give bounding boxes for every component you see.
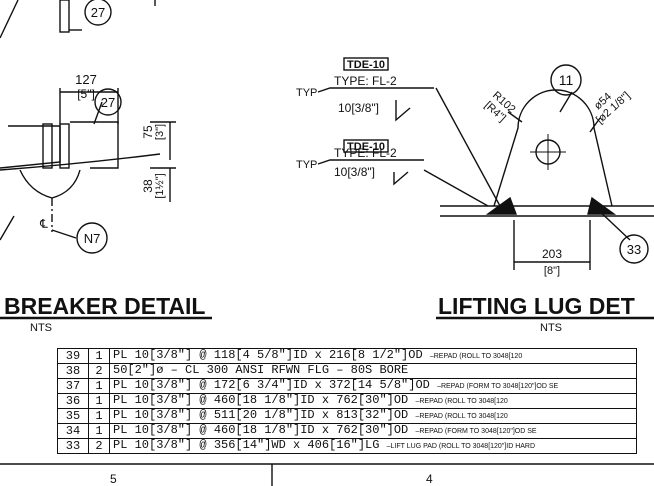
bom-qty: 1 [88,348,110,364]
plate-edge [59,0,70,33]
detail-title: BREAKER DETAIL [4,293,205,319]
balloon-label: 27 [101,95,115,110]
dimension-text: [1½"] [154,173,166,198]
dimension-text: 75 [141,125,155,139]
weld-reference-line [317,87,434,93]
fillet-weld-symbol [395,100,411,122]
bom-item: 33 [57,438,89,454]
bom-qty: 1 [88,378,110,394]
bom-item: 35 [57,408,89,424]
weld-fillet [485,196,518,215]
balloon-label: 33 [627,242,641,257]
bom-qty: 2 [88,438,110,454]
balloon-label: 27 [91,5,105,20]
dimension-text: 38 [141,179,155,193]
weld-fillet [587,196,617,215]
bom-qty: 2 [88,363,110,379]
bom-note: –REPAD (ROLL TO 3048[120 [415,413,508,420]
bom-desc: PL 10[3/8"] @ 356[14"]WD x 406[16"]LG –L… [109,438,637,454]
bom-desc: PL 10[3/8"] @ 511[20 1/8"]ID x 813[32"]O… [109,408,637,424]
weld-tag-box [343,57,389,71]
leader-line [0,0,19,39]
leader-line [51,229,77,239]
zone-number: 4 [426,472,433,486]
bom-item: 39 [57,348,89,364]
dimension-text: [8"] [544,265,560,277]
weld-tag: TDE-10 [347,59,385,71]
weld-tag-box [343,139,389,153]
leader-line [589,117,601,133]
bom-desc: PL 10[3/8"] @ 118[4 5/8"]ID x 216[8 1/2"… [109,348,637,364]
bom-note: –REPAD (FORM TO 3048[120"]OD SE [437,383,559,390]
weld-size: 10[3/8"] [334,165,375,179]
weld-type: TYPE: FL-2 [334,146,397,160]
dimension-text: [3"] [154,124,166,140]
leader-line [593,205,631,241]
balloon-27 [84,0,112,26]
leader-line [0,215,15,241]
zone-number: 5 [110,472,117,486]
weld-tag: TDE-10 [347,141,385,153]
breaker-plate [42,123,53,169]
weld-size: 10[3/8"] [338,101,379,115]
weld-typ: TYP [296,87,317,99]
dimension-text: 203 [542,247,562,261]
breaker-body [70,121,119,169]
nozzle-outline [19,169,81,199]
bom-desc: 50[2"]ø – CL 300 ANSI RFWN FLG – 80S BOR… [109,363,637,379]
leader-line [507,111,523,123]
bom-qty: 1 [88,423,110,439]
dimension-text: 127 [75,72,97,87]
balloon-33 [619,234,649,264]
balloon-label: N7 [84,231,101,246]
weld-typ: TYP [296,159,317,171]
weld-type: TYPE: FL-2 [334,74,397,88]
bom-note: –REPAD (ROLL TO 3048[120 [415,398,508,405]
bom-qty: 1 [88,393,110,409]
breaker-plate [59,123,70,169]
weld-reference-line [317,159,424,165]
balloon-11 [550,64,582,96]
balloon-label: 11 [559,72,574,88]
bom-item: 34 [57,423,89,439]
bom-note: –REPAD (ROLL TO 3048[120 [429,353,523,360]
bom-note: –REPAD (FORM TO 3048[120"]OD SE [415,428,537,435]
detail-title: LIFTING LUG DET [438,293,635,319]
bom-desc: PL 10[3/8"] @ 460[18 1/8"]ID x 762[30"]O… [109,423,637,439]
balloon-27 [94,88,122,116]
detail-scale: NTS [30,322,52,334]
weld-leader [423,169,489,207]
shell-surface [0,153,161,171]
dimension-text: [5"] [77,87,95,101]
leader-line [559,91,573,113]
detail-scale: NTS [540,322,562,334]
bom-desc: PL 10[3/8"] @ 172[6 3/4"]ID x 372[14 5/8… [109,378,637,394]
weld-leader [435,87,501,207]
bom-qty: 1 [88,408,110,424]
bom-item: 38 [57,363,89,379]
bom-note: –LIFT LUG PAD (ROLL TO 3048[120"]ID HARD [386,443,536,450]
bom-item: 37 [57,378,89,394]
lug-outline [493,89,613,207]
leader-line [93,101,103,125]
centerline-mark: ℄ [39,217,48,231]
shell-section [0,125,61,169]
bom-desc: PL 10[3/8"] @ 460[18 1/8"]ID x 762[30"]O… [109,393,637,409]
bom-item: 36 [57,393,89,409]
fillet-weld-symbol [393,171,409,186]
balloon-N7 [76,222,108,254]
